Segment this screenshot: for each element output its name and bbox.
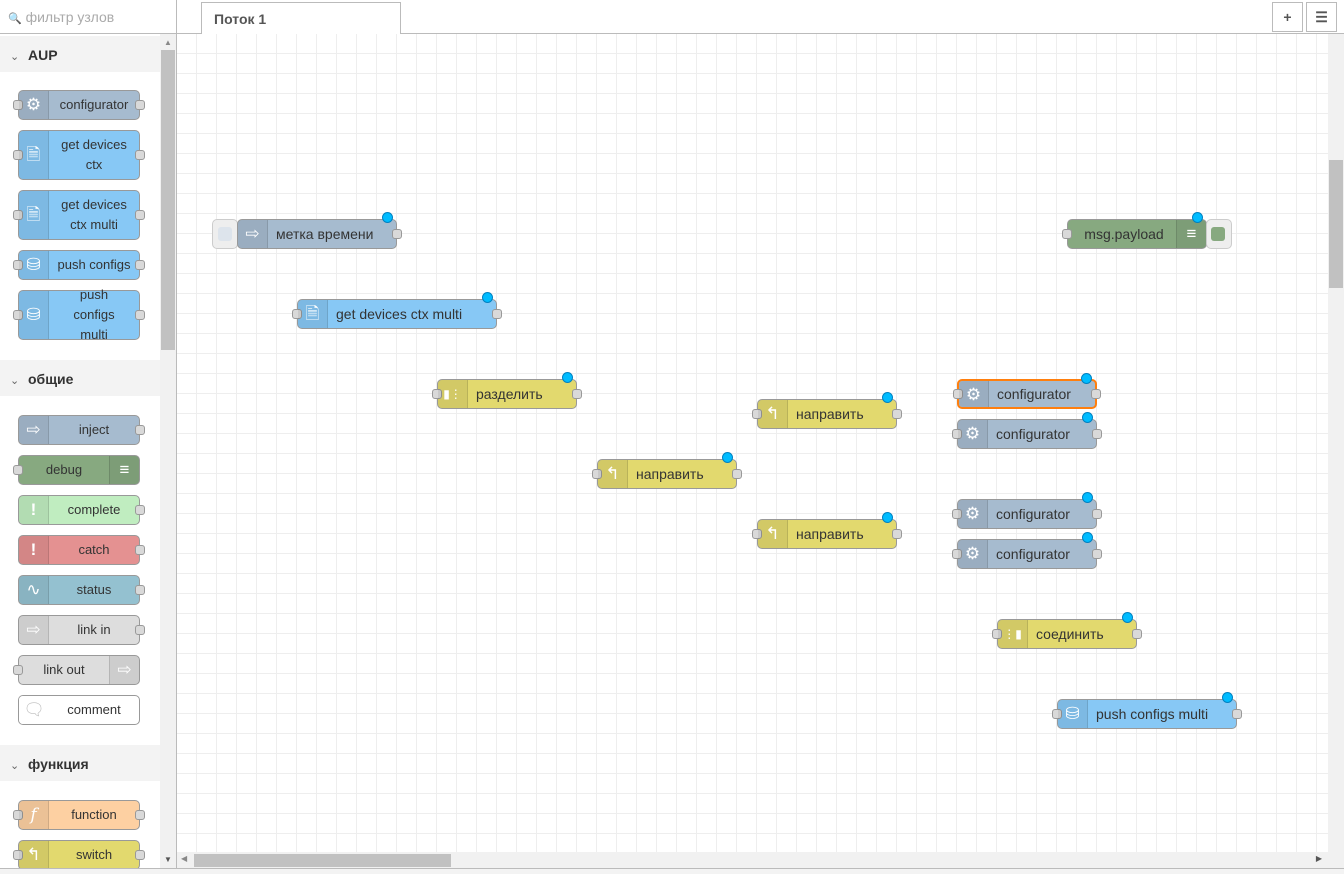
canvas-horizontal-scrollbar[interactable]: ◀▶ xyxy=(177,852,1328,868)
tab-flow-1[interactable]: Поток 1 xyxy=(201,2,401,35)
changed-indicator xyxy=(1081,373,1092,384)
chevron-down-icon: ⌄ xyxy=(10,375,20,387)
palette-node-inject[interactable]: ⇨inject xyxy=(18,415,145,445)
debug-list-icon: ≡ xyxy=(1176,220,1206,248)
exclamation-icon: ! xyxy=(19,536,49,564)
palette-category-function[interactable]: ⌄функция xyxy=(0,745,160,781)
changed-indicator xyxy=(1222,692,1233,703)
switch-icon: ↰ xyxy=(19,841,49,868)
inject-trigger-button[interactable] xyxy=(212,219,238,249)
changed-indicator xyxy=(882,512,893,523)
canvas-node-configurator[interactable]: ⚙configurator xyxy=(952,532,1102,569)
changed-indicator xyxy=(1082,412,1093,423)
canvas-node-switch[interactable]: ↰направить xyxy=(752,512,902,549)
palette-node-comment[interactable]: 🗨comment xyxy=(18,695,140,725)
palette-scrollbar[interactable]: ▲▼ xyxy=(160,34,177,868)
function-icon: f xyxy=(19,801,49,829)
canvas-node-configurator[interactable]: ⚙configurator xyxy=(952,492,1102,529)
palette-node-push-configs-multi[interactable]: ⛁push configs multi xyxy=(13,287,145,342)
canvas-node-push-configs-multi[interactable]: ⛁push configs multi xyxy=(1052,692,1242,729)
palette-node-push-configs[interactable]: ⛁push configs xyxy=(13,250,145,280)
canvas-node-join[interactable]: ⋮▮соединить xyxy=(992,612,1142,649)
palette-category-aup[interactable]: ⌄AUP xyxy=(0,36,160,72)
changed-indicator xyxy=(382,212,393,223)
palette-node-configurator[interactable]: ⚙configurator xyxy=(13,90,145,120)
canvas-node-switch[interactable]: ↰направить xyxy=(592,452,742,489)
database-icon: ⛁ xyxy=(1058,700,1088,728)
join-icon: ⋮▮ xyxy=(998,620,1028,648)
palette-node-complete[interactable]: !complete xyxy=(18,495,145,525)
debug-toggle-button[interactable] xyxy=(1206,219,1232,249)
palette-node-status[interactable]: ∿status xyxy=(18,575,145,605)
canvas-node-get-devices-ctx-multi[interactable]: 🗎get devices ctx multi xyxy=(292,292,502,329)
palette-node-catch[interactable]: !catch xyxy=(18,535,145,565)
canvas-node-split[interactable]: ▮⋮разделить xyxy=(432,372,582,409)
horizontal-scroll-thumb[interactable] xyxy=(194,854,451,867)
changed-indicator xyxy=(1122,612,1133,623)
changed-indicator xyxy=(722,452,733,463)
palette-node-link-out[interactable]: link out⇨ xyxy=(13,655,140,685)
changed-indicator xyxy=(1192,212,1203,223)
canvas-node-inject[interactable]: ⇨метка времени xyxy=(237,212,402,249)
link-out-icon: ⇨ xyxy=(109,656,139,684)
changed-indicator xyxy=(562,372,573,383)
gear-icon: ⚙ xyxy=(19,91,49,119)
changed-indicator xyxy=(882,392,893,403)
database-icon: ⛁ xyxy=(19,251,49,279)
palette-node-switch[interactable]: ↰switch xyxy=(13,840,145,868)
pulse-icon: ∿ xyxy=(19,576,49,604)
switch-icon: ↰ xyxy=(758,520,788,548)
palette-node-get-devices-ctx-multi[interactable]: 🗎get devices ctx multi xyxy=(13,190,145,240)
gear-icon: ⚙ xyxy=(958,540,988,568)
canvas-node-configurator[interactable]: ⚙configurator xyxy=(952,412,1102,449)
changed-indicator xyxy=(482,292,493,303)
canvas-node-debug[interactable]: msg.payload≡ xyxy=(1062,212,1207,249)
add-flow-button[interactable]: + xyxy=(1272,2,1303,32)
gear-icon: ⚙ xyxy=(959,381,989,407)
switch-icon: ↰ xyxy=(758,400,788,428)
canvas-node-switch[interactable]: ↰направить xyxy=(752,392,902,429)
code-file-icon: 🗎 xyxy=(19,131,49,179)
arrow-in-icon: ⇨ xyxy=(19,416,49,444)
canvas-node-configurator-selected[interactable]: ⚙configurator xyxy=(953,373,1101,409)
code-file-icon: 🗎 xyxy=(298,300,328,328)
changed-indicator xyxy=(1082,492,1093,503)
switch-icon: ↰ xyxy=(598,460,628,488)
palette-node-get-devices-ctx[interactable]: 🗎get devices ctx xyxy=(13,130,145,180)
split-icon: ▮⋮ xyxy=(438,380,468,408)
chevron-down-icon: ⌄ xyxy=(10,51,20,63)
database-icon: ⛁ xyxy=(19,291,49,339)
vertical-scroll-thumb[interactable] xyxy=(1329,160,1343,288)
palette-node-link-in[interactable]: ⇨link in xyxy=(18,615,145,645)
gear-icon: ⚙ xyxy=(958,420,988,448)
list-flows-button[interactable]: ☰ xyxy=(1306,2,1337,32)
gear-icon: ⚙ xyxy=(958,500,988,528)
flow-canvas[interactable] xyxy=(177,34,1328,852)
palette-node-debug[interactable]: debug≡ xyxy=(13,455,140,485)
changed-indicator xyxy=(1082,532,1093,543)
footer-bar xyxy=(0,868,1344,874)
exclamation-icon: ! xyxy=(19,496,49,524)
palette-category-common[interactable]: ⌄общие xyxy=(0,360,160,396)
comment-icon: 🗨 xyxy=(19,696,49,724)
code-file-icon: 🗎 xyxy=(19,191,49,239)
arrow-in-icon: ⇨ xyxy=(238,220,268,248)
chevron-down-icon: ⌄ xyxy=(10,760,20,772)
palette-search-input[interactable]: 🔍 фильтр узлов xyxy=(0,0,177,34)
link-in-icon: ⇨ xyxy=(19,616,49,644)
debug-list-icon: ≡ xyxy=(109,456,139,484)
palette: ⌄AUP ⚙configurator 🗎get devices ctx 🗎get… xyxy=(0,34,160,868)
search-icon: 🔍 xyxy=(8,13,22,25)
